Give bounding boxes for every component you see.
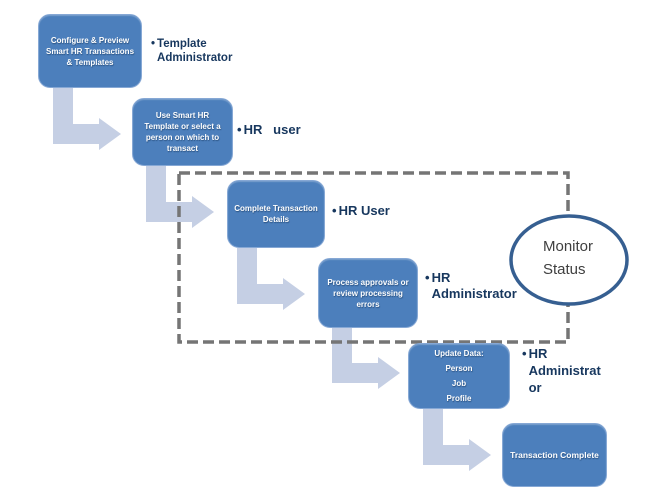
flow-box-label: Process approvals or review processing e… [327, 277, 409, 309]
flow-box-label: Update Data: Person Job Profile [434, 349, 484, 403]
bullet-icon: • [237, 122, 242, 137]
role-label-hr-user-lower: • HR user [237, 122, 301, 138]
flow-box-configure-preview: Configure & Preview Smart HR Transaction… [38, 14, 142, 88]
flow-arrow-3 [237, 248, 305, 310]
bullet-icon: • [425, 270, 430, 285]
flow-arrow-1 [53, 88, 121, 150]
role-text: HR Administrator [431, 270, 517, 301]
bullet-icon: • [151, 38, 156, 50]
flow-arrow-2 [146, 166, 214, 228]
flow-box-transaction-complete: Transaction Complete [502, 423, 607, 487]
role-text: HR User [338, 203, 390, 218]
flow-box-label: Use Smart HR Template or select a person… [144, 111, 221, 153]
role-text: Template Administrator [157, 38, 233, 64]
flow-box-label: Transaction Complete [510, 449, 599, 460]
flow-arrow-5 [423, 409, 491, 471]
role-label-hr-administrator: • HR Administrator [425, 270, 517, 302]
flow-box-process-approvals: Process approvals or review processing e… [318, 258, 418, 328]
flow-box-complete-transaction: Complete Transaction Details [227, 180, 325, 248]
monitor-status-ellipse [509, 214, 629, 306]
flow-box-update-data: Update Data: Person Job Profile [408, 343, 510, 409]
bullet-icon: • [522, 346, 527, 361]
role-label-hr-administrator-wrapped: • HR Administrat or [522, 345, 601, 396]
role-label-hr-user: • HR User [332, 203, 390, 219]
role-text: HR Administrat or [528, 346, 601, 395]
role-label-template-administrator: • Template Administrator [151, 37, 232, 65]
flow-box-label: Complete Transaction Details [234, 204, 318, 224]
flow-box-use-template: Use Smart HR Template or select a person… [132, 98, 233, 166]
bullet-icon: • [332, 203, 337, 218]
flow-box-label: Configure & Preview Smart HR Transaction… [45, 35, 135, 67]
role-text: HR user [243, 122, 301, 137]
monitor-status-label: Monitor Status [543, 238, 594, 278]
